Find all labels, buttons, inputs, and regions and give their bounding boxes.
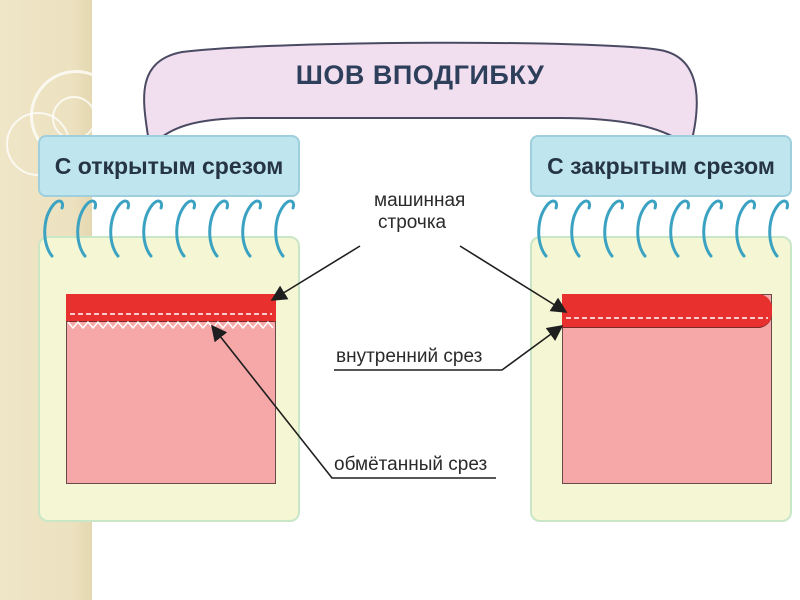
notebook-spiral-icon: [109, 199, 130, 258]
notebook-spiral-icon: [669, 199, 690, 258]
notebook-spiral-icon: [274, 199, 295, 258]
right-hem-strip: [562, 294, 772, 328]
pointer-overlocked-edge: [211, 324, 496, 479]
notebook-spiral-icon: [702, 199, 723, 258]
notebook-spiral-icon: [735, 199, 756, 258]
pointer-machine-stitch-right: [459, 245, 568, 313]
notebook-spiral-icon: [43, 199, 64, 258]
notebook-spiral-icon: [636, 199, 657, 258]
label-overlocked-edge: обмётанный срез: [334, 454, 488, 475]
notebook-spiral-icon: [241, 199, 262, 258]
notebook-spiral-icon: [570, 199, 591, 258]
notebook-spiral-icon: [537, 199, 558, 258]
diagram-title: ШОВ ВПОДГИБКУ: [295, 60, 545, 90]
notebook-spiral-icon: [142, 199, 163, 258]
left-card-heading: С открытым срезом: [38, 135, 300, 197]
overlock-zigzag: [67, 320, 274, 330]
left-hem-strip: [66, 294, 276, 322]
notebook-spiral-icon: [768, 199, 789, 258]
notebook-spiral-icon: [175, 199, 196, 258]
notebook-spiral-icon: [208, 199, 229, 258]
title-cloud: [143, 41, 698, 153]
label-machine-stitch: машинная строчка: [374, 190, 465, 234]
label-machine-stitch-line1: машинная: [374, 190, 466, 211]
right-card-heading: С закрытым срезом: [530, 135, 792, 197]
label-machine-stitch-line2: строчка: [378, 212, 447, 233]
label-inner-edge: внутренний срез: [336, 346, 483, 367]
pointer-inner-edge: [334, 325, 564, 371]
notebook-spiral-icon: [603, 199, 624, 258]
pointer-machine-stitch-left: [270, 245, 361, 301]
notebook-spiral-icon: [76, 199, 97, 258]
